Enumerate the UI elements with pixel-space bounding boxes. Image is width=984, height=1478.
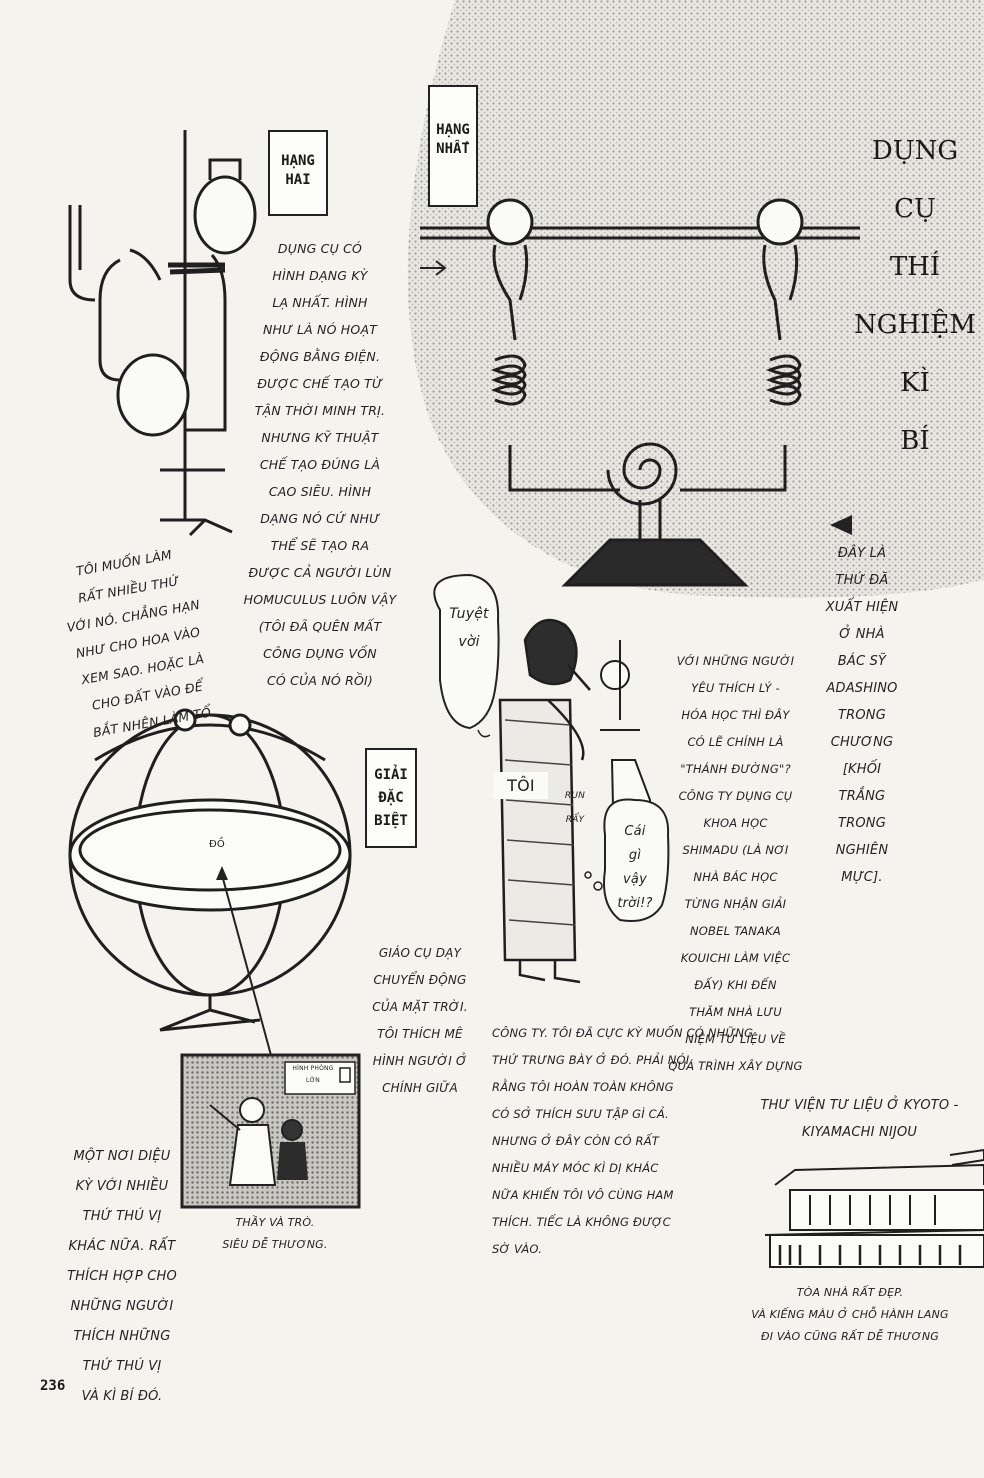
pointer-arrow [420,260,447,276]
speech-bubble-wow [433,573,500,730]
armillary-sphere [68,708,352,1032]
tremble-sound: RUN RẨY [564,791,586,825]
science-company-continued: CÔNG TY. TÔI ĐÃ CỰC KỲ MUỐN CÓ NHỮNG THỨ… [492,1026,754,1256]
first-place-note: ĐÂY LÀ THỨ ĐÃ XUẤT HIỆN Ở NHÀ BÁC SỸ ADA… [825,546,899,885]
inset-pointer-line [221,874,276,1071]
what-bubble-text: Cái gì vậy trời!? [617,824,653,911]
wow-bubble-text: Tuyệt vời [449,606,489,650]
library-building [764,1148,984,1268]
second-place-description: DỤNG CỤ CÓ HÌNH DẠNG KỲ LẠ NHẤT. HÌNH NH… [243,241,397,688]
wonder-place-note: MỘT NƠI DIỆU KỲ VỚI NHIỀU THỨ THÚ VỊ KHÁ… [67,1149,177,1404]
page-title: DỤNG CỤ THÍ NGHIỆM KÌ BÍ [853,136,977,456]
me-label: TÔI [494,772,548,799]
science-company-column: VỚI NHỮNG NGƯỜI YÊU THÍCH LÝ - HÓA HỌC T… [668,654,803,1073]
special-prize-label: GIẢI ĐẶC BIỆT [365,748,417,848]
first-place-apparatus [420,198,860,587]
page-number: 236 [40,1378,66,1394]
boy-character [498,618,591,984]
second-place-apparatus [68,130,257,537]
room-sign-text: HÌNH PHÒNG LỚN [292,1065,334,1084]
building-caption: TÒA NHÀ RẤT ĐẸP. VÀ KIẾNG MÀU Ở CHỖ HÀNH… [751,1286,949,1343]
globe-tag: ĐỒ [208,839,226,850]
want-to-make-note: TÔI MUỐN LÀM RẤT NHIỀU THỨ VỚI NÓ. CHẲNG… [65,546,213,741]
sun-model-description: GIÁO CỤ DẠY CHUYỂN ĐỘNG CỦA MẶT TRỜI. TÔ… [372,946,468,1095]
second-place-label: HẠNG HAI [268,130,328,216]
screentone-backdrop [407,0,984,598]
marker-triangle [830,515,852,535]
library-title: THƯ VIỆN TƯ LIỆU Ở KYOTO - KIYAMACHI NIJ… [760,1098,959,1140]
speech-bubble-what [603,798,670,922]
teacher-student-caption: THẦY VÀ TRÒ. SIÊU DỄ THƯƠNG. [222,1216,328,1251]
first-place-label: HẠNG NHẤT [428,85,478,207]
teacher-student-inset [180,1053,361,1209]
